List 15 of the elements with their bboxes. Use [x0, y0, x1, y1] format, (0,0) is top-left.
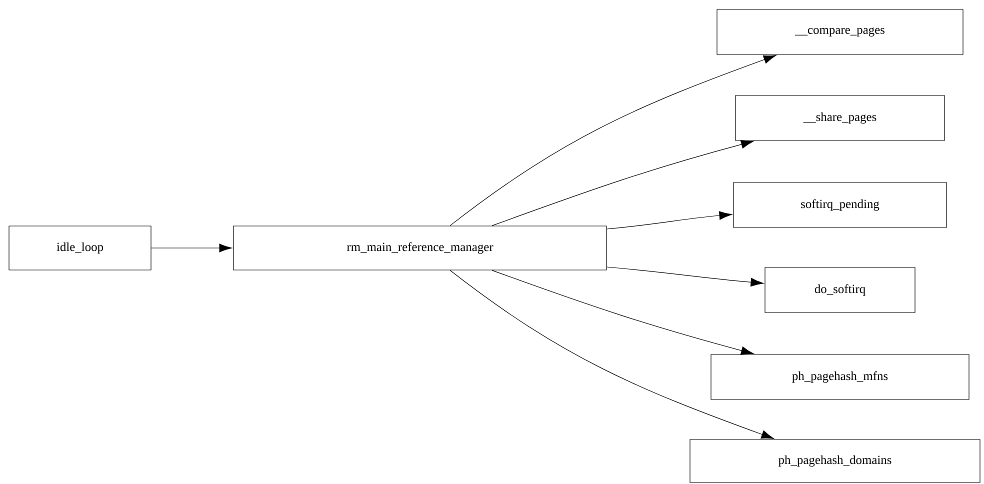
- function-box: __share_pages: [735, 95, 945, 141]
- function-box: idle_loop: [8, 226, 152, 270]
- function-box: ph_pagehash_domains: [690, 439, 980, 483]
- arrow: [606, 211, 732, 230]
- function-box: do_softirq: [764, 267, 916, 313]
- function-box: __compare_pages: [716, 9, 964, 55]
- arrow: [151, 244, 232, 252]
- arrow: [492, 270, 754, 355]
- function-box: softirq_pending: [733, 182, 947, 228]
- function-box: ph_pagehash_mfns: [710, 354, 970, 400]
- arrow: [606, 266, 764, 286]
- arrow: [450, 54, 776, 226]
- function-box: rm_main_reference_manager: [233, 226, 607, 270]
- arrow: [450, 270, 774, 439]
- arrow: [492, 140, 754, 226]
